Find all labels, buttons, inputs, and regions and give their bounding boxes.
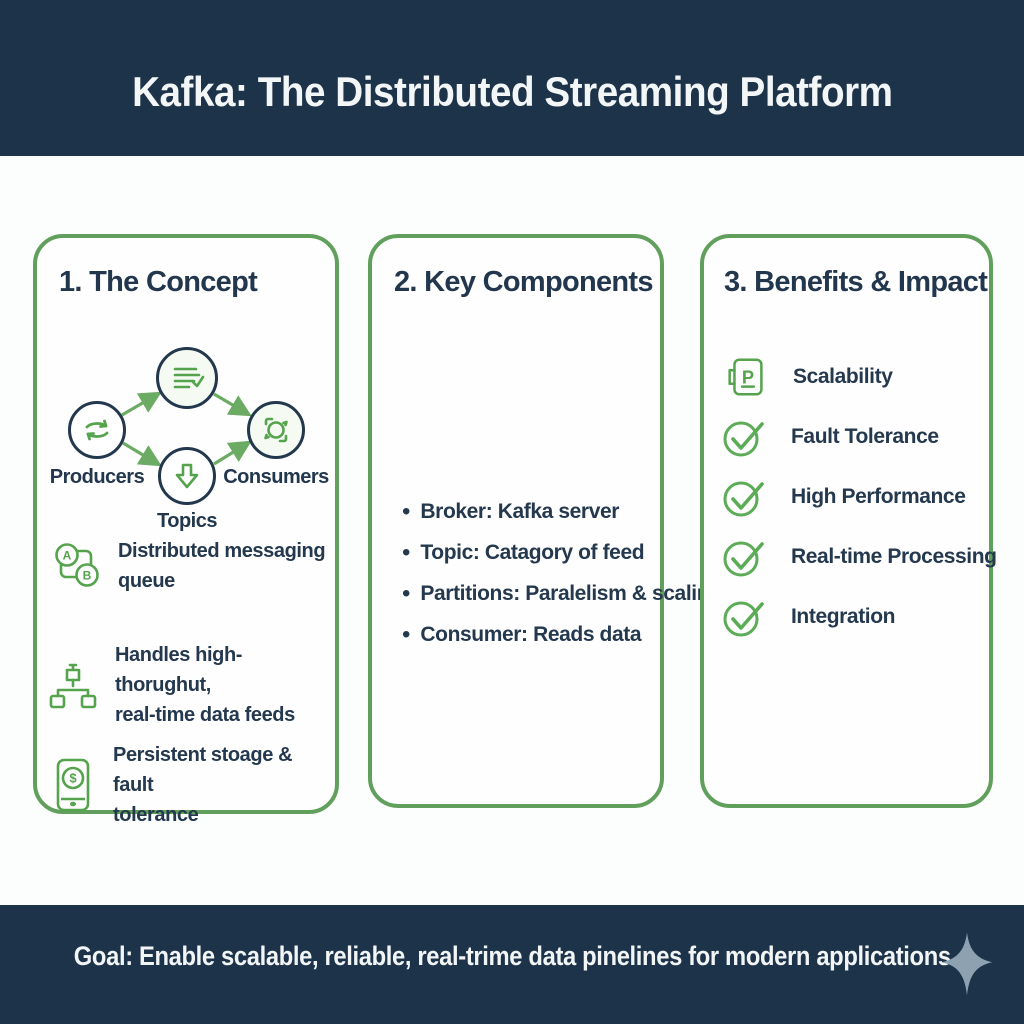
page-title: Kafka: The Distributed Streaming Platfor… <box>131 68 893 115</box>
check-circle-icon <box>723 481 764 517</box>
consumers-node <box>247 401 305 459</box>
svg-text:P: P <box>742 367 754 388</box>
benefit-item: Fault Tolerance <box>721 411 939 463</box>
list-item: Consumer: Reads data <box>402 614 722 655</box>
message-queue-node <box>156 347 218 409</box>
list-item: Topic: Catagory of feed <box>402 532 722 573</box>
benefit-item-text: Fault Tolerance <box>791 425 939 448</box>
hierarchy-icon <box>49 663 97 709</box>
benefit-item: High Performance <box>721 471 966 523</box>
list-item-text: Topic: Catagory of feed <box>420 540 645 564</box>
benefit-item-text: Integration <box>791 605 896 628</box>
message-queue-icon <box>173 367 205 389</box>
card-benefits-impact: 3. Benefits & Impact P Scalability Fault… <box>700 234 997 808</box>
sparkle-icon <box>941 932 993 996</box>
concept-item: $ Persistent stoage & fault tolerance <box>50 740 335 830</box>
components-list: Broker: Kafka server Topic: Catagory of … <box>402 491 722 655</box>
flow-arrows <box>121 391 252 467</box>
goal-statement: Goal: Enable scalable, reliable, real-tr… <box>73 941 951 971</box>
card-title: 1. The Concept <box>59 266 258 298</box>
producers-label: Producers <box>49 466 145 488</box>
header-band: Kafka: The Distributed Streaming Platfor… <box>0 0 1024 156</box>
svg-text:$: $ <box>69 771 77 786</box>
svg-text:B: B <box>83 569 92 583</box>
concept-item-text: Persistent stoage & fault tolerance <box>113 744 293 826</box>
benefit-item: P Scalability <box>721 351 893 403</box>
list-item-text: Consumer: Reads data <box>420 622 642 646</box>
check-circle-icon <box>723 541 764 577</box>
producers-exchange-icon <box>85 419 109 441</box>
benefit-item-text: High Performance <box>791 485 966 508</box>
kafka-flow-diagram: Producers Consumers Topics <box>37 338 343 543</box>
benefit-item-text: Real-time Processing <box>791 545 997 568</box>
concept-item: A B Distributed messaging queue <box>50 536 326 596</box>
producers-node <box>68 401 126 459</box>
scalability-document-icon: P <box>728 358 763 396</box>
benefit-item: Integration <box>721 591 896 643</box>
ab-network-icon: A B <box>55 543 99 587</box>
check-circle-icon <box>723 421 764 457</box>
svg-text:A: A <box>63 549 72 563</box>
card-title: 3. Benefits & Impact <box>724 266 988 298</box>
topics-label: Topics <box>157 510 217 532</box>
card-title: 2. Key Components <box>394 266 654 298</box>
benefit-item-text: Scalability <box>793 365 893 388</box>
card-key-components: 2. Key Components Broker: Kafka server T… <box>368 234 722 808</box>
consumers-rotate-icon <box>264 417 288 443</box>
down-arrow-icon <box>175 463 199 489</box>
card-the-concept: 1. The Concept <box>33 234 339 826</box>
check-circle-icon <box>723 601 764 637</box>
concept-item: Handles high-thorughut, real-time data f… <box>45 640 335 730</box>
list-item-text: Broker: Kafka server <box>420 499 620 523</box>
list-item-text: Partitions: Paralelism & scaling <box>420 581 722 605</box>
concept-item-text: Distributed messaging queue <box>118 540 326 592</box>
list-item: Partitions: Paralelism & scaling <box>402 573 722 614</box>
benefit-item: Real-time Processing <box>721 531 997 583</box>
list-item: Broker: Kafka server <box>402 491 722 532</box>
topics-node <box>158 447 216 505</box>
concept-item-text: Handles high-thorughut, real-time data f… <box>115 644 295 726</box>
storage-icon: $ <box>56 758 90 812</box>
consumers-label: Consumers <box>223 466 329 488</box>
footer-band: Goal: Enable scalable, reliable, real-tr… <box>0 905 1024 1024</box>
